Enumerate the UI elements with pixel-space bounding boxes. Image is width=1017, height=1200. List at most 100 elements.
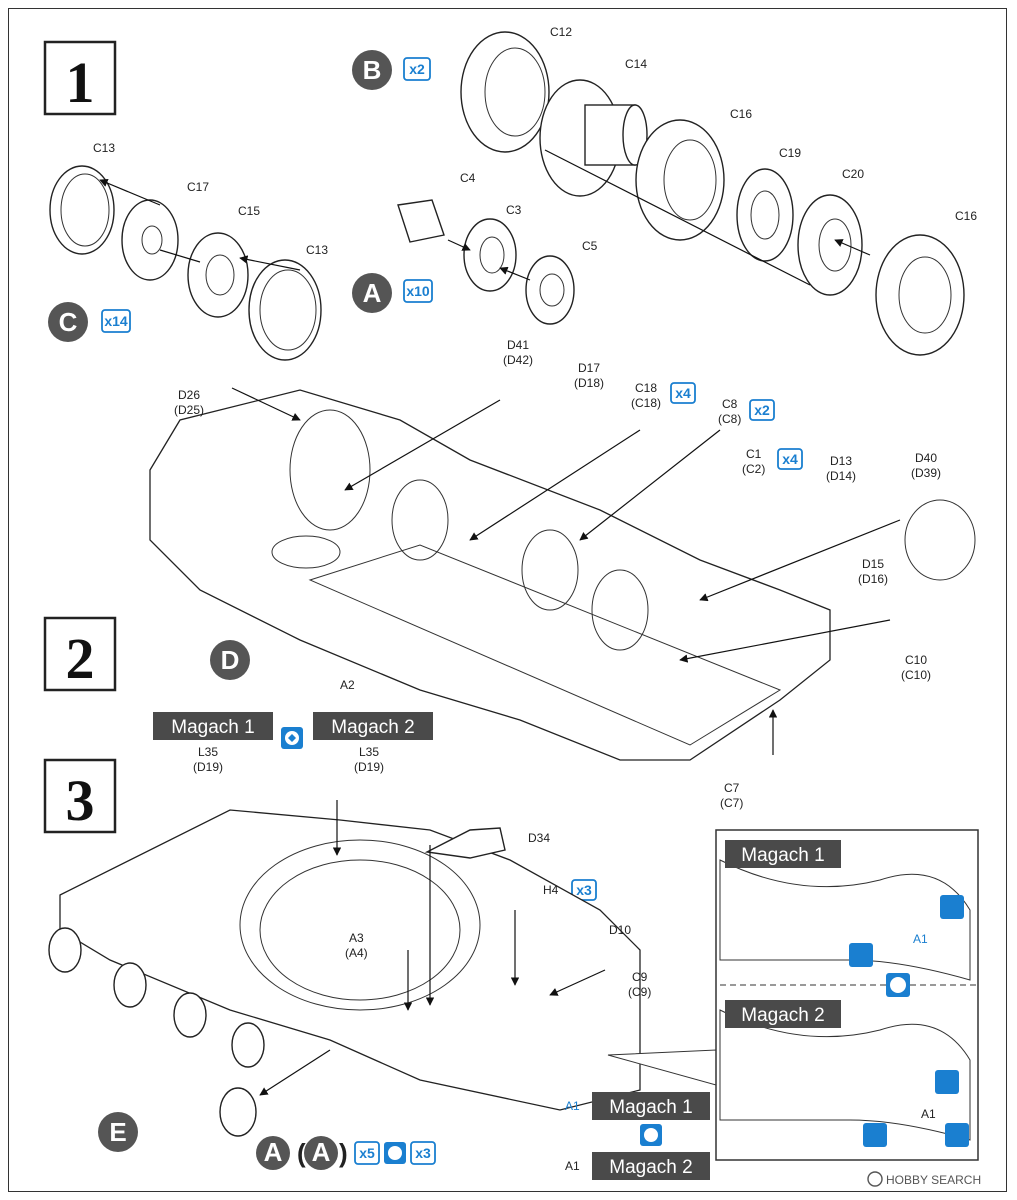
svg-text:A1: A1: [565, 1159, 580, 1173]
svg-text:L35: L35: [198, 745, 218, 759]
svg-text:2: 2: [66, 626, 95, 691]
multiplier-c1-x4: x4: [777, 448, 803, 470]
hull-step3: [48, 800, 641, 1137]
svg-text:A3: A3: [349, 931, 364, 945]
svg-text:(C9): (C9): [628, 985, 651, 999]
multiplier-h4-x3: x3: [571, 879, 597, 901]
svg-text:C8: C8: [722, 397, 738, 411]
svg-text:D: D: [221, 645, 240, 675]
svg-text:C3: C3: [506, 203, 522, 217]
step3-labels: L35 (D19) L35 (D19) D34 H4 A3 (A4) D10 C…: [193, 745, 651, 1173]
svg-text:D34: D34: [528, 831, 550, 845]
svg-text:(D25): (D25): [174, 403, 204, 417]
svg-text:A2: A2: [340, 678, 355, 692]
svg-text:H4: H4: [543, 883, 559, 897]
svg-text:HOBBY SEARCH: HOBBY SEARCH: [886, 1173, 981, 1187]
step2-labels: D26 (D25) D41 (D42) D17 (D18) C18 (C18) …: [174, 338, 941, 810]
svg-text:(D42): (D42): [503, 353, 533, 367]
svg-text:C18: C18: [635, 381, 657, 395]
svg-text:Magach 2: Magach 2: [331, 717, 414, 738]
svg-text:x4: x4: [675, 385, 691, 401]
svg-text:C19: C19: [779, 146, 801, 160]
svg-text:C15: C15: [238, 204, 260, 218]
svg-text:A1: A1: [565, 1099, 580, 1113]
svg-text:A1: A1: [921, 1107, 936, 1121]
svg-text:C13: C13: [306, 243, 328, 257]
svg-text:3: 3: [66, 768, 95, 833]
svg-text:A: A: [312, 1137, 331, 1167]
svg-text:(D39): (D39): [911, 466, 941, 480]
multiplier-b-x2: x2: [403, 57, 431, 81]
svg-text:E: E: [109, 1117, 126, 1147]
svg-text:C7: C7: [724, 781, 740, 795]
svg-text:C13: C13: [93, 141, 115, 155]
return-roller-assembly-c: [49, 165, 322, 361]
svg-text:x10: x10: [406, 283, 430, 299]
svg-text:C5: C5: [582, 239, 598, 253]
banner-bottom-magach-2: Magach 2: [592, 1152, 710, 1180]
svg-text:Magach 1: Magach 1: [171, 717, 254, 738]
svg-text:(C8): (C8): [718, 412, 741, 426]
svg-text:x3: x3: [576, 882, 592, 898]
inset-detail: Magach 1 Magach 2 A1 A1: [607, 829, 979, 1161]
swap-icon-bottom: [640, 1124, 662, 1146]
subassembly-b-circle: B: [352, 50, 392, 90]
step-1-box: 1: [43, 40, 117, 116]
svg-text:C20: C20: [842, 167, 864, 181]
svg-text:C12: C12: [550, 25, 572, 39]
svg-text:): ): [339, 1138, 348, 1168]
svg-text:(C10): (C10): [901, 668, 931, 682]
svg-text:C16: C16: [730, 107, 752, 121]
step1-labels: C12 C14 C16 C19 C20 C16 C4 C3 C5 C13 C17…: [93, 25, 977, 257]
step-2-box: 2: [43, 616, 117, 692]
svg-text:C10: C10: [905, 653, 927, 667]
lower-hull-step2: [149, 387, 976, 761]
svg-text:Magach 2: Magach 2: [741, 1005, 824, 1026]
svg-text:x2: x2: [409, 61, 425, 77]
subassembly-c-circle: C: [48, 302, 88, 342]
step-3-box: 3: [43, 758, 117, 834]
svg-text:D10: D10: [609, 923, 631, 937]
watermark: HOBBY SEARCH: [867, 1171, 981, 1187]
svg-text:Magach 2: Magach 2: [609, 1157, 692, 1178]
multiplier-c-x14: x14: [101, 309, 131, 333]
svg-text:C4: C4: [460, 171, 476, 185]
banner-bottom-magach-1: Magach 1: [592, 1092, 710, 1120]
svg-text:(D16): (D16): [858, 572, 888, 586]
svg-text:x5: x5: [359, 1145, 375, 1161]
svg-text:Magach 1: Magach 1: [741, 845, 824, 866]
svg-text:(C18): (C18): [631, 396, 661, 410]
svg-text:D17: D17: [578, 361, 600, 375]
svg-text:x14: x14: [104, 313, 128, 329]
multiplier-a-x10: x10: [403, 279, 433, 303]
bottom-subassembly-callout: A ( A ) x5 x3: [256, 1136, 436, 1170]
multiplier-c8-x2: x2: [749, 399, 775, 421]
subassembly-a-circle: A: [352, 273, 392, 313]
svg-text:D40: D40: [915, 451, 937, 465]
banner-magach-1: Magach 1: [153, 712, 273, 740]
svg-text:(: (: [297, 1138, 306, 1168]
page-frame: [8, 8, 1007, 1192]
swap-icon: [281, 727, 303, 749]
road-wheel-assembly-a: [397, 199, 575, 325]
svg-text:C9: C9: [632, 970, 648, 984]
svg-text:B: B: [363, 55, 382, 85]
banner-magach-2: Magach 2: [313, 712, 433, 740]
svg-text:x3: x3: [415, 1145, 431, 1161]
svg-text:1: 1: [66, 50, 95, 115]
svg-text:(A4): (A4): [345, 946, 368, 960]
svg-text:Magach 1: Magach 1: [609, 1097, 692, 1118]
svg-text:D41: D41: [507, 338, 529, 352]
svg-text:(D19): (D19): [193, 760, 223, 774]
svg-text:(D19): (D19): [354, 760, 384, 774]
svg-text:(C7): (C7): [720, 796, 743, 810]
idler-wheel-assembly: [460, 31, 965, 356]
multiplier-c18-x4: x4: [670, 382, 696, 404]
svg-text:(D18): (D18): [574, 376, 604, 390]
svg-text:(C2): (C2): [742, 462, 765, 476]
subassembly-d-circle: D: [210, 640, 250, 680]
svg-text:C17: C17: [187, 180, 209, 194]
svg-text:C16: C16: [955, 209, 977, 223]
svg-text:C: C: [59, 307, 78, 337]
svg-text:A: A: [363, 278, 382, 308]
